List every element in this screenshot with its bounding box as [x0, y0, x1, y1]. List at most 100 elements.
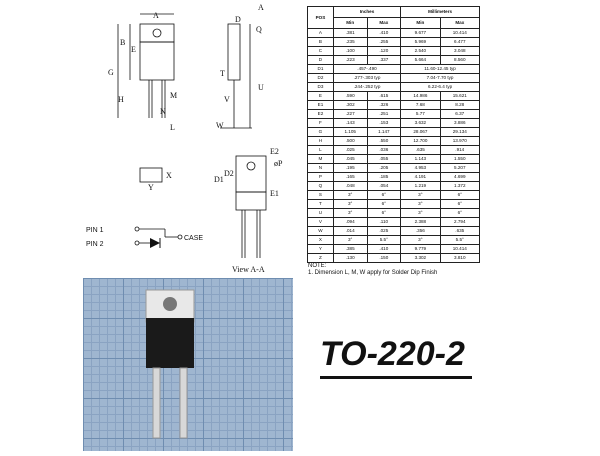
table-cell: 2.540 — [400, 46, 441, 56]
table-cell: D3 — [307, 82, 334, 92]
table-cell: 3° — [332, 235, 368, 245]
table-cell: 5.207 — [439, 163, 481, 173]
table-cell: 5.5° — [439, 235, 481, 245]
table-cell: .251 — [366, 109, 402, 119]
table-cell: .302 — [332, 100, 368, 110]
table-cell: .165 — [332, 172, 368, 182]
table-cell: 7.04-7.70 typ — [400, 73, 480, 83]
label-x: X — [166, 171, 172, 180]
table-cell: V — [307, 217, 334, 227]
label-view-aa: View A-A — [232, 265, 265, 274]
note-item: 1. Dimension L, M, W apply for Solder Di… — [308, 270, 438, 276]
table-cell: .094 — [332, 217, 368, 227]
table-cell: 11.60-12.45 typ — [400, 64, 480, 74]
label-phi-p: øP — [274, 159, 283, 168]
table-cell: A — [307, 28, 334, 38]
table-cell: .277-.303 typ — [332, 73, 402, 83]
table-cell: .337 — [366, 55, 402, 65]
table-cell: .143 — [332, 118, 368, 128]
table-cell: 8.560 — [439, 55, 481, 65]
label-d: D — [235, 15, 241, 24]
label-e: E — [131, 45, 136, 54]
table-cell: 4.699 — [439, 172, 481, 182]
table-cell: 3° — [400, 235, 441, 245]
table-cell: 9.677 — [400, 28, 441, 38]
table-cell: .550 — [366, 136, 402, 146]
table-cell: .410 — [366, 244, 402, 254]
label-w: W — [216, 121, 224, 130]
table-cell: 15.621 — [439, 91, 481, 101]
table-cell: H — [307, 136, 334, 146]
tab-outline — [139, 23, 175, 43]
package-outline-drawings: A G B E H M N L D Q T U V W A Y X D1 D2 … — [86, 3, 283, 274]
table-cell: .914 — [439, 145, 481, 155]
table-cell: 1.147 — [366, 127, 402, 137]
label-v: V — [224, 95, 230, 104]
label-e2: E2 — [270, 147, 279, 156]
table-cell: .055 — [366, 154, 402, 164]
label-q: Q — [256, 25, 262, 34]
label-d1: D1 — [214, 175, 224, 184]
lead-1 — [152, 367, 161, 439]
col-pos: POS — [307, 6, 334, 29]
table-cell: 2.388 — [400, 217, 441, 227]
table-cell: S — [307, 190, 334, 200]
table-cell: .326 — [366, 100, 402, 110]
table-cell: D2 — [307, 73, 334, 83]
table-cell: 4.191 — [400, 172, 441, 182]
table-cell: P — [307, 172, 334, 182]
table-cell: W — [307, 226, 334, 236]
label-b: B — [120, 38, 125, 47]
table-cell: .615 — [366, 91, 402, 101]
table-cell: 3.886 — [439, 118, 481, 128]
table-cell: 4.953 — [400, 163, 441, 173]
table-cell: .356 — [400, 226, 441, 236]
table-cell: 3.048 — [439, 46, 481, 56]
table-cell: 6.37 — [439, 109, 481, 119]
table-cell: 1.105 — [332, 127, 368, 137]
table-cell: 10.414 — [439, 244, 481, 254]
col-inches: Inches — [332, 6, 402, 18]
table-cell: M — [307, 154, 334, 164]
table-cell: .235 — [332, 37, 368, 47]
table-cell: G — [307, 127, 334, 137]
col-mm: Millimeters — [400, 6, 480, 18]
pin1-label: PIN 1 — [86, 227, 104, 234]
table-cell: .025 — [332, 145, 368, 155]
table-cell: 6° — [366, 199, 402, 209]
label-h: H — [118, 95, 124, 104]
table-cell: 1.219 — [400, 181, 441, 191]
table-cell: .045 — [332, 154, 368, 164]
table-cell: 1.143 — [400, 154, 441, 164]
table-cell: 6.477 — [439, 37, 481, 47]
table-cell: 6.22-6.4 typ — [400, 82, 480, 92]
table-cell: F — [307, 118, 334, 128]
table-cell: L — [307, 145, 334, 155]
body-outline — [139, 41, 175, 81]
label-e1: E1 — [270, 189, 279, 198]
table-cell: 1.550 — [439, 154, 481, 164]
label-a: A — [153, 11, 159, 20]
lead-2 — [179, 367, 188, 439]
table-cell: B — [307, 37, 334, 47]
table-cell: 8.28 — [439, 100, 481, 110]
diode-symbol-icon — [150, 238, 160, 248]
label-m: M — [170, 91, 177, 100]
table-cell: Z — [307, 253, 334, 263]
label-d2: D2 — [224, 169, 234, 178]
table-cell: .635 — [400, 145, 441, 155]
